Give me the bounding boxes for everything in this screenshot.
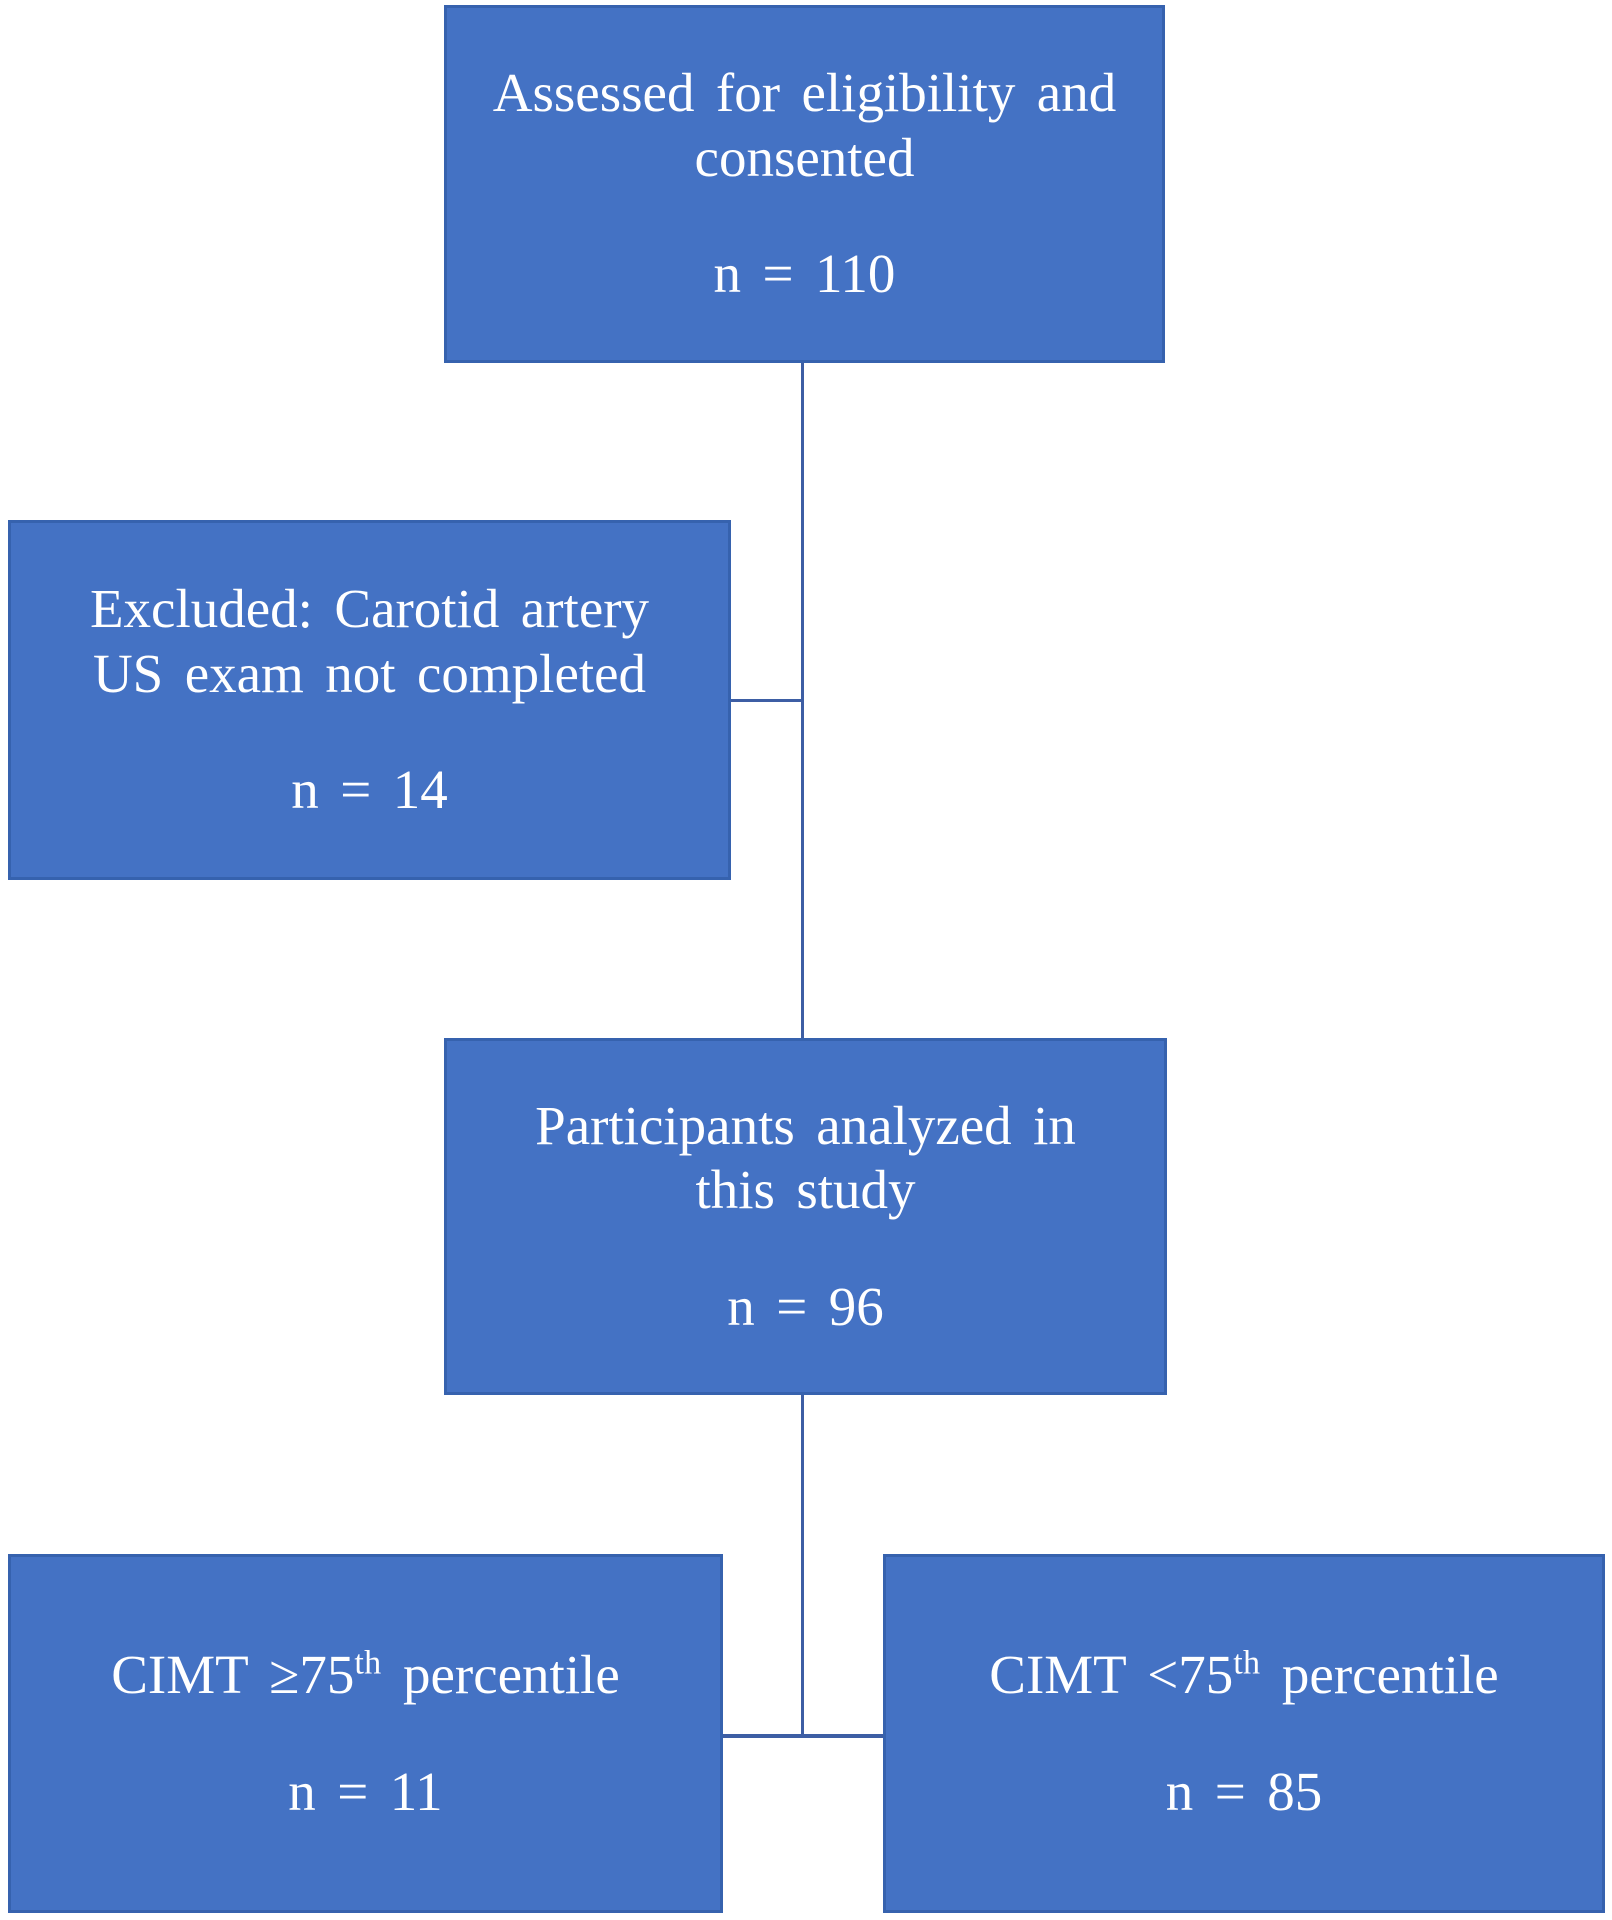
cimt-low-label-pre: CIMT <75 [989,1644,1234,1706]
connector-excluded-branch [731,699,803,702]
connector-analyzed-to-split [801,1395,804,1737]
analyzed-count: n = 96 [727,1275,884,1337]
cimt-high-count: n = 11 [288,1760,443,1822]
excluded-line-2: US exam not completed [92,642,647,704]
cimt-low-label-post: percentile [1260,1644,1499,1706]
assessed-label: Assessed for eligibility and consented [493,61,1116,190]
cimt-high-label-sup: th [354,1644,382,1682]
cimt-high-box: CIMT ≥75th percentile n = 11 [8,1554,723,1913]
cimt-low-count: n = 85 [1165,1760,1323,1822]
cimt-low-box: CIMT <75th percentile n = 85 [883,1554,1605,1913]
analyzed-label: Participants analyzed in this study [535,1094,1076,1223]
analyzed-box: Participants analyzed in this study n = … [444,1038,1167,1395]
assessed-line-1: Assessed for eligibility and [492,62,1117,124]
cimt-high-label: CIMT ≥75th percentile [111,1643,620,1707]
cimt-low-label: CIMT <75th percentile [989,1643,1498,1707]
assessed-box: Assessed for eligibility and consented n… [444,5,1165,363]
analyzed-line-1: Participants analyzed in [535,1094,1076,1156]
connector-split-branch [723,1734,883,1738]
assessed-count: n = 110 [713,243,896,305]
cimt-high-label-pre: CIMT ≥75 [111,1644,355,1706]
cimt-high-label-post: percentile [381,1644,620,1706]
cimt-low-label-sup: th [1233,1644,1261,1682]
excluded-line-1: Excluded: Carotid artery [89,578,650,640]
excluded-count: n = 14 [291,759,448,821]
excluded-box: Excluded: Carotid artery US exam not com… [8,520,731,880]
assessed-line-2: consented [694,126,915,188]
excluded-label: Excluded: Carotid artery US exam not com… [90,577,649,706]
analyzed-line-2: this study [695,1159,916,1221]
